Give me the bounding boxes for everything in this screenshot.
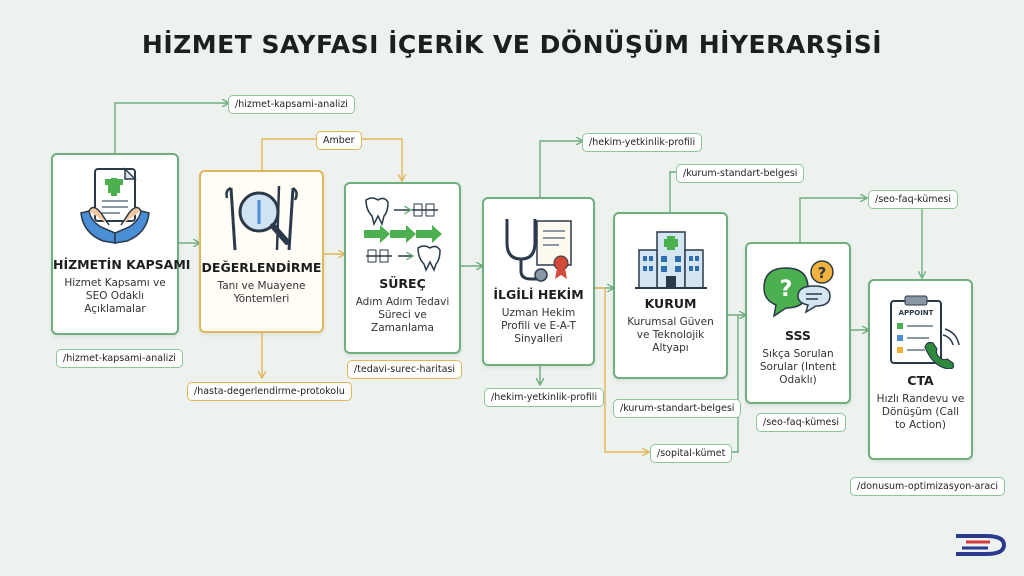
card-subtitle: Uzman Hekim Profili ve E-A-T Sinyalleri — [501, 307, 576, 345]
document-hands-icon — [80, 167, 150, 244]
card-title: CTA — [907, 373, 934, 388]
card-hizmetin-kapsami: HİZMETİN KAPSAMI Hizmet Kapsamı ve SEO O… — [51, 153, 191, 335]
card-surec: SÜREÇ Adım Adım Tedavi Süreci ve Zamanla… — [344, 182, 461, 354]
tag-sopital-kumet[interactable]: /sopital-kümet — [650, 444, 733, 463]
branch-cta-top — [922, 205, 930, 277]
card-degerlendirme: DEĞERLENDİRME Tanı ve Muayene Yöntemleri — [199, 170, 324, 333]
tooth-process-icon — [363, 197, 442, 272]
tag-donusum-optimizasyon[interactable]: /donusum-optimizasyon-araci — [850, 477, 1006, 496]
branch-hizmet-top — [114, 103, 228, 153]
card-subtitle: Hızlı Randevu ve Dönüşüm (Call to Action… — [876, 393, 965, 431]
svg-text:?: ? — [780, 277, 793, 302]
card-subtitle: Sıkça Sorulan Sorular (Intent Odaklı) — [759, 348, 837, 386]
dental-instruments-magnifier-icon — [224, 185, 298, 251]
branch-sopital — [595, 287, 648, 452]
card-subtitle: Adım Adım Tedavi Süreci ve Zamanlama — [355, 296, 450, 334]
card-subtitle: Tanı ve Muayene Yöntemleri — [217, 280, 306, 305]
appointment-clipboard-phone-icon: APPOINT — [889, 295, 960, 369]
card-cta[interactable]: APPOINT CTA Hızlı Randevu ve Dönüşüm (Ca… — [868, 279, 973, 460]
clipboard-text: APPOINT — [898, 309, 933, 317]
svg-text:?: ? — [818, 264, 827, 282]
question-bubbles-icon: ? ? — [763, 260, 834, 318]
card-title: İLGİLİ HEKİM — [493, 287, 584, 302]
branch-sss-top — [799, 198, 866, 242]
tag-amber[interactable]: Amber — [316, 131, 362, 150]
tag-degerlendirme-protokolu[interactable]: /hasta-degerlendirme-protokolu — [187, 382, 352, 401]
tag-sss-top[interactable]: /seo-faq-kümesi — [868, 190, 958, 209]
branch-kurum-top — [669, 171, 676, 212]
branch-kurum-sopital — [728, 315, 739, 453]
card-title: KURUM — [644, 296, 697, 311]
card-title: SSS — [785, 328, 811, 343]
stethoscope-certificate-icon — [505, 219, 572, 282]
card-title: HİZMETİN KAPSAMI — [53, 257, 191, 272]
hospital-building-icon — [634, 231, 707, 289]
card-title: SÜREÇ — [379, 276, 426, 291]
tag-kurum-bottom[interactable]: /kurum-standart-belgesi — [613, 399, 742, 418]
tag-hekim-top[interactable]: /hekim-yetkinlik-profili — [582, 133, 703, 152]
card-subtitle: Kurumsal Güven ve Teknolojik Altyapı — [627, 316, 714, 354]
tag-hizmet-kapsami-top[interactable]: /hizmet-kapsami-analizi — [228, 95, 355, 114]
card-subtitle: Hizmet Kapsamı ve SEO Odaklı Açıklamalar — [64, 277, 166, 315]
card-sss: ? ? SSS Sıkça Sorulan Sorular (Intent Od… — [745, 242, 851, 404]
tag-tedavi-surec-haritasi[interactable]: /tedavi-surec-haritasi — [347, 360, 462, 379]
branch-amber — [261, 138, 402, 180]
card-ilgili-hekim: İLGİLİ HEKİM Uzman Hekim Profili ve E-A-… — [482, 197, 595, 366]
tag-hizmet-kapsami-bottom[interactable]: /hizmet-kapsami-analizi — [56, 349, 183, 368]
tag-sss-bottom[interactable]: /seo-faq-kümesi — [756, 413, 846, 432]
branch-hekim-top — [539, 141, 582, 197]
page-title: HİZMET SAYFASI İÇERİK VE DÖNÜŞÜM HİYERAR… — [141, 30, 883, 59]
card-kurum: KURUM Kurumsal Güven ve Teknolojik Altya… — [613, 212, 728, 379]
tag-kurum-top[interactable]: /kurum-standart-belgesi — [676, 164, 805, 183]
brand-logo — [956, 534, 1007, 556]
card-title: DEĞERLENDİRME — [201, 260, 322, 275]
tag-hekim-bottom[interactable]: /hekim-yetkinlik-profili — [484, 388, 605, 407]
